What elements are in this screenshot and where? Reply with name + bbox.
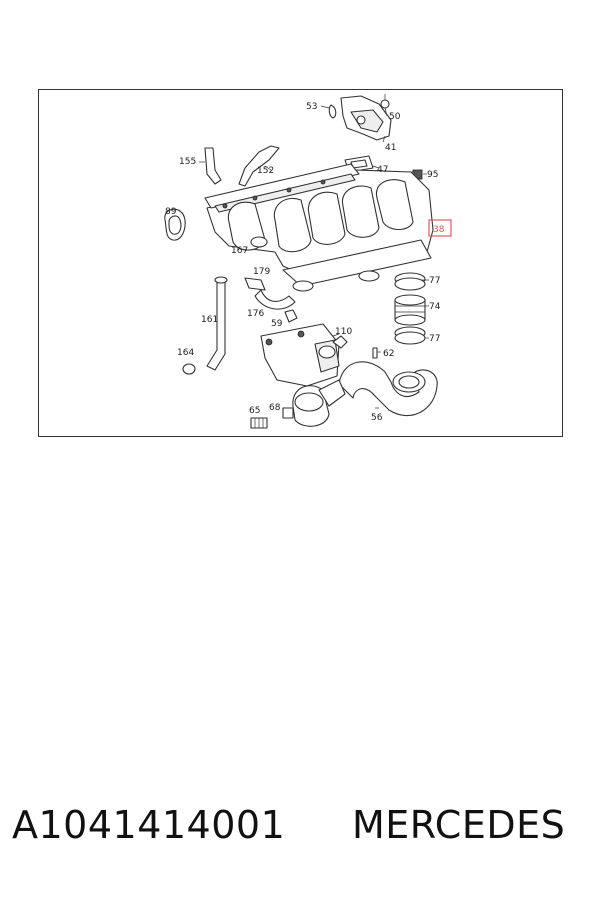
clamp-167-part <box>250 236 268 248</box>
callout-167[interactable]: 167 <box>231 246 248 256</box>
callout-38[interactable]: 38 <box>433 225 445 235</box>
callout-62[interactable]: 62 <box>383 349 394 359</box>
callout-152[interactable]: 152 <box>257 166 274 176</box>
callout-77-upper[interactable]: 77 <box>429 276 440 286</box>
callout-110[interactable]: 110 <box>335 327 352 337</box>
sleeve-part <box>394 294 426 326</box>
hose-clamp-lower-part <box>394 326 426 345</box>
callout-59[interactable]: 59 <box>271 319 283 329</box>
intake-manifold-part <box>204 163 434 292</box>
callout-77-lower[interactable]: 77 <box>429 334 440 344</box>
callout-41[interactable]: 41 <box>385 143 396 153</box>
callout-74[interactable]: 74 <box>429 302 441 312</box>
threaded-fitting-part <box>250 417 268 429</box>
callout-179[interactable]: 179 <box>253 267 270 277</box>
parts-diagram-frame: 53 50 41 47 95 155 152 89 38 167 179 77 … <box>38 89 563 437</box>
bracket-assembly-part <box>328 94 392 141</box>
callout-56[interactable]: 56 <box>371 413 383 423</box>
bracket-155-part <box>204 147 222 185</box>
hose-161-part <box>206 281 226 371</box>
bracket-152-part <box>238 145 280 187</box>
callout-95[interactable]: 95 <box>427 170 438 180</box>
callout-50[interactable]: 50 <box>389 112 401 122</box>
clamp-164-part <box>182 363 196 375</box>
valve-housing-part <box>260 323 378 387</box>
elbow-pipe-part <box>338 361 438 416</box>
callout-47[interactable]: 47 <box>377 165 388 175</box>
part-number: A1041414001 <box>12 803 286 847</box>
callout-161[interactable]: 161 <box>201 315 218 325</box>
callout-155[interactable]: 155 <box>179 157 196 167</box>
callout-53[interactable]: 53 <box>306 102 317 112</box>
callout-89[interactable]: 89 <box>165 207 177 217</box>
callout-68[interactable]: 68 <box>269 403 281 413</box>
callout-65[interactable]: 65 <box>249 406 260 416</box>
hose-179-part <box>244 277 266 291</box>
brand-name: MERCEDES <box>352 803 566 847</box>
callout-164[interactable]: 164 <box>177 348 194 358</box>
product-caption: A1041414001 MERCEDES <box>0 803 600 863</box>
fitting-59-part <box>284 309 298 323</box>
hose-176-part <box>254 289 296 310</box>
callout-38-highlight-box <box>428 219 452 237</box>
callout-176[interactable]: 176 <box>247 309 264 319</box>
hose-clamp-upper-part <box>394 272 426 291</box>
intake-manifold-diagram: 53 50 41 47 95 155 152 89 38 167 179 77 … <box>164 94 452 429</box>
